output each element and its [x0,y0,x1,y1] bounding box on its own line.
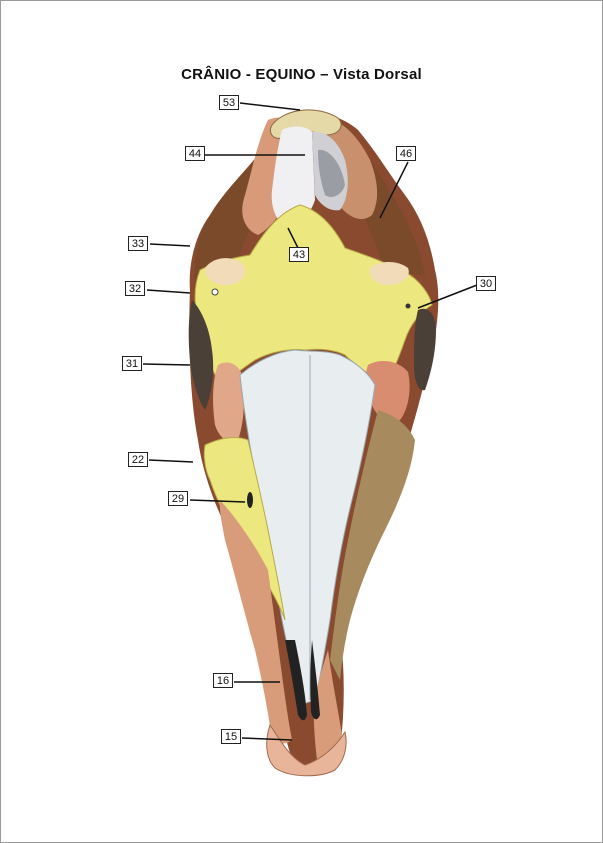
right-maxilla [330,410,415,680]
label-53: 53 [219,95,239,110]
left-lacrimal [213,362,244,442]
supraorbital-foramen-left [211,288,219,296]
left-orbit [205,258,246,286]
label-31: 31 [122,356,142,371]
label-32: 32 [125,281,145,296]
leader-46 [379,161,409,219]
right-zygomatic [414,308,436,391]
label-43: 43 [289,247,309,262]
leader-33 [149,243,191,247]
leader-32 [146,289,191,294]
label-46: 46 [396,146,416,161]
snout-tip [266,723,347,777]
label-22: 22 [128,452,148,467]
left-nasal-opening [285,640,307,721]
label-33: 33 [128,236,148,251]
label-15: 15 [221,729,241,744]
leader-53 [239,102,301,111]
label-30: 30 [476,276,496,291]
right-upper-grey [318,149,345,197]
right-orbit [369,262,409,286]
leader-31 [142,363,191,366]
label-29: 29 [168,491,188,506]
interparietal-region [271,126,315,228]
right-incisive [313,650,342,768]
leader-15 [241,737,293,741]
label-44: 44 [185,146,205,161]
page-title: CRÂNIO - EQUINO – Vista Dorsal [181,66,422,83]
leader-30 [417,284,478,309]
right-lacrimal [365,360,410,422]
left-zygomatic [188,300,214,410]
left-incisive [219,500,292,744]
label-16: 16 [213,673,233,688]
right-nasal-opening [310,640,320,720]
leader-29 [189,499,246,503]
leader-43 [287,227,299,249]
supraorbital-foramen-right [405,303,411,309]
infraorbital-foramen [247,492,253,508]
leader-22 [148,459,194,463]
leader-lines [142,102,478,741]
